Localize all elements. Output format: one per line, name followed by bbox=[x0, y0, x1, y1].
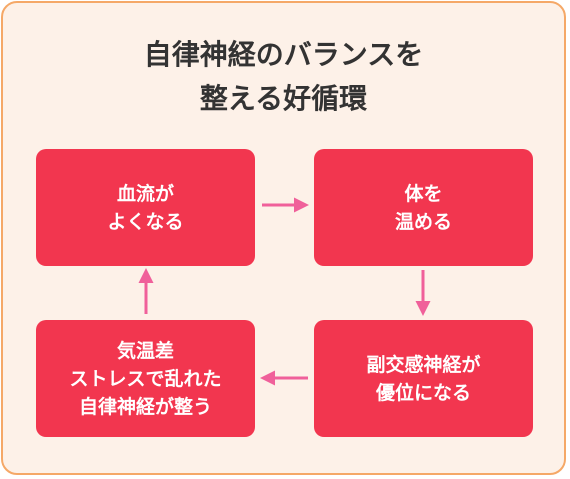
step-parasympathetic-line-1: 副交感神経が bbox=[366, 353, 481, 376]
step-parasympathetic: 副交感神経が 優位になる bbox=[314, 320, 533, 437]
step-blood-flow-line-2: よくなる bbox=[107, 210, 184, 233]
step-warm-body-line-2: 温める bbox=[394, 210, 452, 233]
step-autonomic-balance-line-3: 自律神経が整う bbox=[78, 395, 212, 418]
step-autonomic-balance-line-1: 気温差 bbox=[116, 339, 174, 362]
step-warm-body-line-1: 体を bbox=[404, 182, 443, 205]
title-line-1: 自律神経のバランスを bbox=[143, 38, 424, 71]
step-parasympathetic-line-2: 優位になる bbox=[375, 381, 471, 404]
step-autonomic-balance-line-2: ストレスで乱れた bbox=[69, 367, 222, 390]
title-line-2: 整える好循環 bbox=[199, 82, 368, 115]
step-autonomic-balance: 気温差 ストレスで乱れた 自律神経が整う bbox=[36, 320, 255, 437]
step-warm-body: 体を 温める bbox=[314, 149, 533, 266]
step-blood-flow-line-1: 血流が bbox=[116, 182, 174, 205]
diagram-title: 自律神経のバランスを 整える好循環 bbox=[3, 33, 564, 121]
step-blood-flow: 血流が よくなる bbox=[36, 149, 255, 266]
